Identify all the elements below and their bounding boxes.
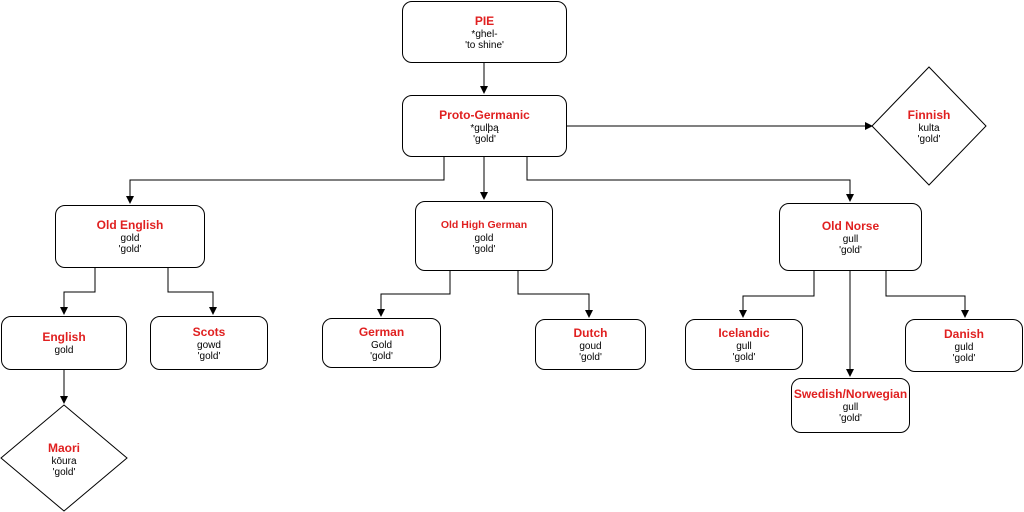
node-name: Old Norse [821,218,880,233]
edge-ohg-german [377,271,451,317]
edge-oe-english [60,268,96,315]
node-meaning: 'gold' [52,466,76,478]
node-icelandic: Icelandic gull 'gold' [685,319,803,370]
finnish-diamond [871,66,987,186]
edge-proto-oe [126,157,445,204]
node-name: Scots [192,324,226,339]
edge-oe-scots [167,268,217,315]
node-name: Dutch [573,326,608,340]
node-name: PIE [474,13,495,28]
node-swedish-norwegian: Swedish/Norwegian gull 'gold' [791,378,910,433]
node-name: English [42,330,86,344]
edge-ohg-dutch [517,271,593,318]
node-meaning: 'gold' [732,352,756,363]
node-name: Swedish/Norwegian [793,387,908,401]
node-form: gull [842,402,859,413]
node-form: *gulþą [470,122,499,134]
node-scots: Scots gowd 'gold' [150,316,268,370]
maori-diamond [0,404,128,512]
node-maori: Maori kōura 'gold' [27,434,101,484]
node-name: Icelandic [718,326,770,340]
node-meaning: 'gold' [839,244,862,256]
node-name: Finnish [907,107,951,122]
node-meaning: 'gold' [839,413,862,424]
node-german: German Gold 'gold' [322,318,441,368]
node-name: Old High German [440,218,528,231]
node-english: English gold [1,316,127,370]
node-form: gull [736,341,752,352]
node-form: kulta [918,122,940,134]
node-form: gold [120,233,140,244]
node-dutch: Dutch goud 'gold' [535,319,646,370]
node-form: gull [842,233,859,245]
node-name: Danish [943,327,984,341]
node-form: *ghel- [471,28,498,40]
edge-proto-on [526,157,854,202]
node-meaning: 'to shine' [465,39,504,51]
node-form: kōura [51,455,77,467]
node-meaning: 'gold' [197,350,221,362]
node-form: goud [579,341,602,352]
node-meaning: 'gold' [118,244,142,255]
node-form: guld [954,342,974,353]
node-old-norse: Old Norse gull 'gold' [779,203,922,271]
node-old-english: Old English gold 'gold' [55,205,205,268]
node-meaning: 'gold' [370,350,393,362]
node-form: Gold [370,339,393,351]
node-danish: Danish guld 'gold' [905,319,1023,372]
node-meaning: 'gold' [917,133,941,145]
node-meaning: 'gold' [579,352,602,363]
node-name: Maori [47,440,80,455]
edge-on-icelandic [739,271,815,318]
node-proto-germanic: Proto-Germanic *gulþą 'gold' [402,95,567,157]
node-pie: PIE *ghel- 'to shine' [402,1,567,63]
node-form: gold [474,232,494,244]
node-name: German [358,324,405,339]
node-meaning: 'gold' [473,133,496,145]
node-name: Old English [96,218,164,232]
edge-on-danish [885,271,969,318]
node-meaning: 'gold' [952,353,976,364]
node-old-high-german: Old High German gold 'gold' [415,201,553,271]
node-finnish: Finnish kulta 'gold' [892,100,966,152]
node-form: gold [54,345,74,356]
node-name: Proto-Germanic [439,107,530,122]
node-meaning: 'gold' [472,243,496,255]
node-form: gowd [197,339,221,351]
